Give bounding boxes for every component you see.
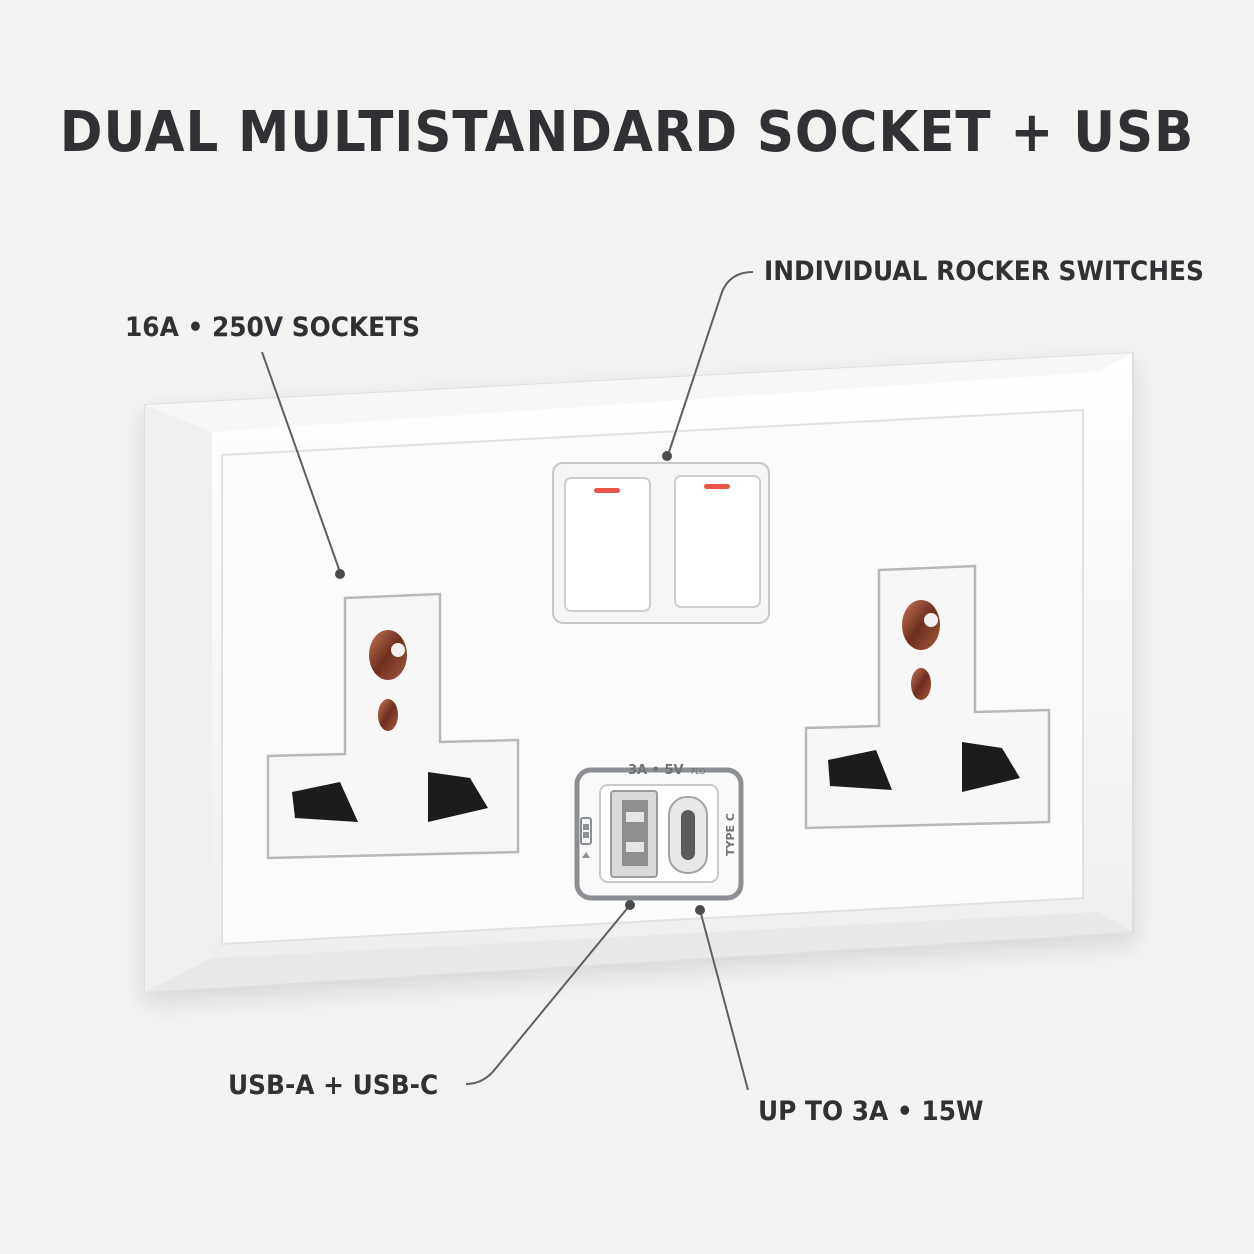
right-live-pin-hole xyxy=(828,750,892,790)
usb-rating-suffix: 7LO xyxy=(690,767,706,776)
left-socket xyxy=(266,592,520,860)
callout-sockets: 16A • 250V SOCKETS xyxy=(125,312,420,343)
leader-line-switches xyxy=(667,271,754,456)
rocker-switch-right[interactable] xyxy=(674,475,761,608)
callout-switches: INDIVIDUAL ROCKER SWITCHES xyxy=(764,256,1204,287)
leader-dots xyxy=(335,451,705,915)
right-earth-pin-hole xyxy=(902,600,940,700)
leader-line-sockets xyxy=(261,351,341,573)
indicator-light xyxy=(704,484,730,489)
left-neutral-pin-hole xyxy=(428,772,488,822)
callout-usb-ports: USB-A + USB-C xyxy=(228,1070,439,1101)
type-c-label: TYPE C xyxy=(724,813,737,856)
left-earth-pin-hole xyxy=(369,630,407,731)
usb-module: 3A • 5V 7LO TYPE C xyxy=(574,763,744,901)
page-title: DUAL MULTISTANDARD SOCKET + USB xyxy=(59,100,1195,165)
right-neutral-pin-hole xyxy=(962,742,1020,792)
leader-lines xyxy=(261,271,754,1091)
right-socket xyxy=(804,564,1051,830)
rocker-switch-left[interactable] xyxy=(564,477,651,612)
indicator-light xyxy=(594,488,620,493)
battery-icon xyxy=(580,817,592,858)
left-live-pin-hole xyxy=(292,782,358,822)
callout-usb-power: UP TO 3A • 15W xyxy=(758,1096,984,1127)
leader-line-usb-ports xyxy=(465,904,631,1085)
leader-line-usb-power xyxy=(699,909,749,1091)
usb-rating-label: 3A • 5V xyxy=(628,763,684,778)
